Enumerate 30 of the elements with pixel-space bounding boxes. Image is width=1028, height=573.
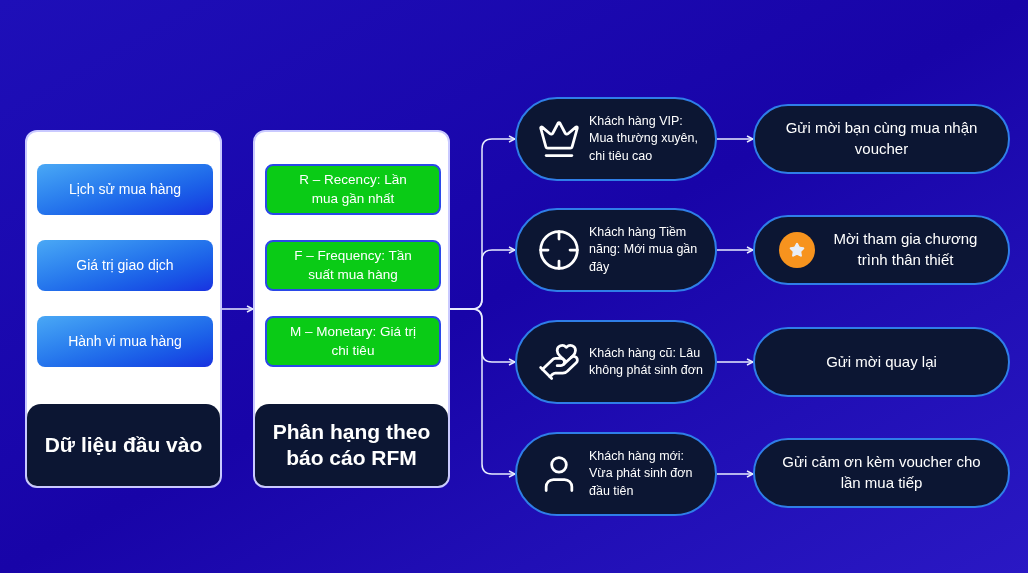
metric-box bbox=[265, 316, 441, 367]
node-text: Mời tham gia chương trình thân thiết bbox=[832, 229, 979, 270]
node-text: Gửi mời bạn cùng mua nhận voucher bbox=[784, 118, 979, 159]
node-text: Giá trị giao dịch bbox=[76, 256, 174, 275]
input-box bbox=[37, 316, 213, 367]
panel-card bbox=[25, 130, 222, 488]
node-text: Gửi cảm ơn kèm voucher cho lần mua tiếp bbox=[781, 452, 982, 493]
node-text: Gửi mời quay lại bbox=[826, 351, 937, 372]
node-text: M – Monetary: Giá trị chi tiêu bbox=[288, 322, 417, 360]
node-text: Khách hàng mới: Vừa phát sinh đơn đầu tiên bbox=[589, 448, 694, 500]
arrow bbox=[716, 246, 754, 254]
node-text: Khách hàng Tiềm năng: Mới mua gần đây bbox=[589, 224, 699, 276]
arrow bbox=[449, 308, 516, 478]
arrow bbox=[716, 358, 754, 366]
node-text: Khách hàng cũ: Lâu không phát sinh đơn bbox=[589, 344, 704, 379]
node-text: Khách hàng VIP: Mua thường xuyên, chi tiêu cao bbox=[589, 113, 699, 165]
panel-heading: Phân hạng theo báo cáo RFM bbox=[271, 418, 432, 471]
panel-heading: Dữ liệu đầu vào bbox=[44, 431, 203, 458]
panel-card bbox=[253, 130, 450, 488]
metric-box bbox=[265, 240, 441, 291]
node-text: Hành vi mua hàng bbox=[68, 332, 182, 351]
node-text: Lịch sử mua hàng bbox=[68, 180, 182, 199]
input-box bbox=[37, 240, 213, 291]
input-box bbox=[37, 164, 213, 215]
arrow bbox=[716, 470, 754, 478]
arrow bbox=[221, 305, 254, 313]
node-text: F – Frequency: Tần suất mua hàng bbox=[293, 246, 413, 284]
node-text: R – Recency: Lần mua gần nhất bbox=[298, 170, 408, 208]
metric-box bbox=[265, 164, 441, 215]
arrow bbox=[716, 135, 754, 143]
